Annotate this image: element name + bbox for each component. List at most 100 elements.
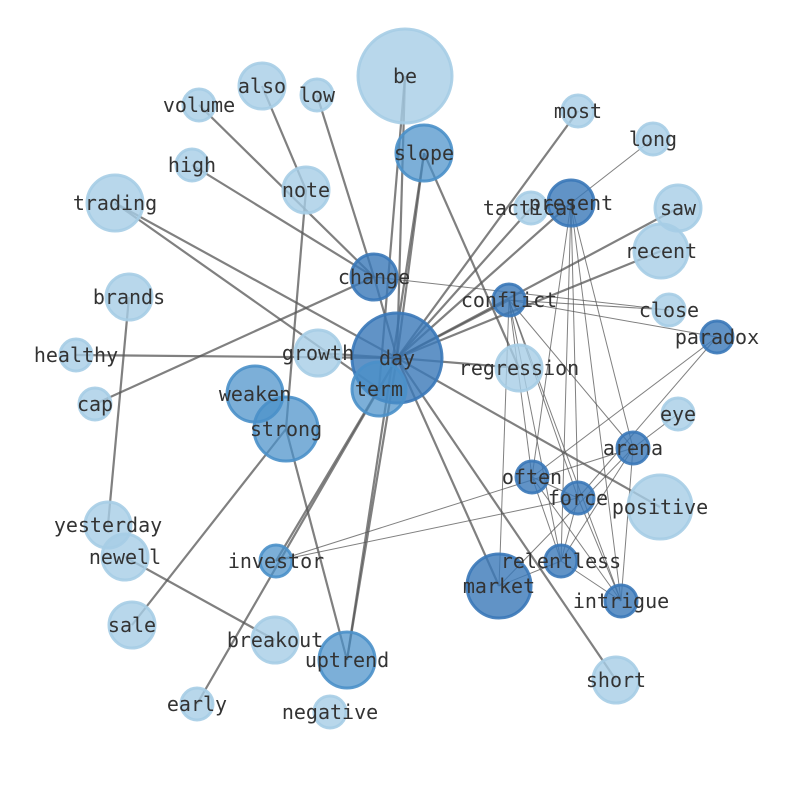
node-newell[interactable] bbox=[100, 532, 150, 582]
edge-conflict-relentless bbox=[508, 299, 562, 562]
node-label-short: short bbox=[586, 668, 646, 692]
node-label-regression: regression bbox=[459, 356, 579, 380]
node-label-long: long bbox=[629, 127, 677, 151]
edge-present-force bbox=[570, 202, 579, 499]
edge-force-investor bbox=[275, 497, 579, 562]
node-note[interactable] bbox=[281, 165, 331, 215]
node-label-present: present bbox=[529, 191, 613, 215]
node-label-cap: cap bbox=[77, 392, 113, 416]
node-label-change: change bbox=[338, 265, 410, 289]
node-strong[interactable] bbox=[252, 395, 320, 463]
edge-conflict-paradox bbox=[508, 299, 718, 338]
node-breakout[interactable] bbox=[250, 615, 300, 665]
node-label-recent: recent bbox=[625, 239, 697, 263]
node-label-paradox: paradox bbox=[675, 325, 759, 349]
node-growth[interactable] bbox=[293, 328, 343, 378]
node-relentless[interactable] bbox=[543, 543, 579, 579]
node-market[interactable] bbox=[465, 552, 533, 620]
node-label-be: be bbox=[393, 64, 417, 88]
node-label-breakout: breakout bbox=[227, 628, 323, 652]
node-recent[interactable] bbox=[632, 222, 690, 280]
node-label-relentless: relentless bbox=[501, 549, 621, 573]
edge-strong-sale bbox=[131, 428, 287, 626]
node-label-most: most bbox=[554, 99, 602, 123]
node-intrigue[interactable] bbox=[603, 583, 639, 619]
node-often[interactable] bbox=[514, 459, 550, 495]
edge-day-healthy bbox=[75, 353, 398, 360]
node-label-slope: slope bbox=[394, 141, 454, 165]
node-close[interactable] bbox=[651, 292, 687, 328]
node-label-day: day bbox=[379, 346, 415, 370]
node-label-newell: newell bbox=[89, 545, 161, 569]
node-label-yesterday: yesterday bbox=[54, 513, 162, 537]
node-label-close: close bbox=[639, 298, 699, 322]
node-label-tactical: tactical bbox=[483, 196, 579, 220]
node-long[interactable] bbox=[635, 121, 671, 157]
edge-newell-breakout bbox=[124, 556, 276, 641]
node-label-intrigue: intrigue bbox=[573, 589, 669, 613]
edge-change-low bbox=[315, 94, 376, 278]
node-slope[interactable] bbox=[394, 123, 454, 183]
edge-strong-uptrend bbox=[284, 428, 349, 661]
node-healthy[interactable] bbox=[58, 337, 94, 373]
edge-day-recent bbox=[396, 249, 662, 360]
node-sale[interactable] bbox=[107, 600, 157, 650]
edge-day-trading bbox=[114, 202, 398, 359]
node-positive[interactable] bbox=[626, 473, 694, 541]
node-label-early: early bbox=[167, 692, 227, 716]
node-cap[interactable] bbox=[77, 386, 113, 422]
node-label-volume: volume bbox=[163, 93, 235, 117]
node-trading[interactable] bbox=[85, 173, 145, 233]
node-also[interactable] bbox=[237, 61, 287, 111]
node-high[interactable] bbox=[174, 147, 210, 183]
node-present[interactable] bbox=[546, 178, 596, 228]
node-tactical[interactable] bbox=[513, 190, 549, 226]
node-conflict[interactable] bbox=[491, 282, 527, 318]
node-label-saw: saw bbox=[660, 196, 697, 220]
node-force[interactable] bbox=[560, 480, 596, 516]
edge-present-arena bbox=[570, 202, 634, 449]
node-layer bbox=[58, 27, 735, 730]
node-regression[interactable] bbox=[494, 343, 544, 393]
node-change[interactable] bbox=[349, 252, 399, 302]
edge-conflict-arena bbox=[508, 299, 634, 449]
node-volume[interactable] bbox=[181, 87, 217, 123]
node-label-high: high bbox=[168, 153, 216, 177]
node-label-investor: investor bbox=[228, 549, 324, 573]
edge-change-high bbox=[191, 164, 375, 278]
node-label-strong: strong bbox=[250, 417, 322, 441]
node-label-healthy: healthy bbox=[34, 343, 118, 367]
node-low[interactable] bbox=[299, 77, 335, 113]
edge-day-most bbox=[396, 110, 579, 359]
edge-paradox-force bbox=[577, 336, 718, 499]
node-be[interactable] bbox=[356, 27, 454, 125]
edge-arena-relentless bbox=[560, 447, 634, 562]
edge-present-often bbox=[531, 202, 572, 478]
node-paradox[interactable] bbox=[699, 319, 735, 355]
node-label-uptrend: uptrend bbox=[305, 648, 389, 672]
node-investor[interactable] bbox=[258, 543, 294, 579]
node-label-often: often bbox=[502, 465, 562, 489]
node-brands[interactable] bbox=[104, 272, 154, 322]
node-most[interactable] bbox=[560, 93, 596, 129]
edge-day-positive bbox=[396, 357, 661, 508]
node-arena[interactable] bbox=[615, 430, 651, 466]
node-label-conflict: conflict bbox=[461, 288, 557, 312]
node-early[interactable] bbox=[179, 686, 215, 722]
edge-note-strong bbox=[284, 189, 308, 430]
node-short[interactable] bbox=[591, 655, 641, 705]
node-term[interactable] bbox=[350, 360, 408, 418]
node-uptrend[interactable] bbox=[317, 630, 377, 690]
node-negative[interactable] bbox=[312, 694, 348, 730]
edge-paradox-often bbox=[531, 336, 718, 478]
node-label-note: note bbox=[282, 178, 330, 202]
edge-change-cap bbox=[94, 275, 375, 406]
node-label-trading: trading bbox=[73, 191, 157, 215]
edge-day-saw bbox=[396, 207, 679, 359]
edge-arena-investor bbox=[275, 447, 634, 562]
node-label-also: also bbox=[238, 74, 286, 98]
node-label-brands: brands bbox=[93, 285, 165, 309]
edge-day-early bbox=[196, 357, 398, 705]
node-eye[interactable] bbox=[660, 396, 696, 432]
